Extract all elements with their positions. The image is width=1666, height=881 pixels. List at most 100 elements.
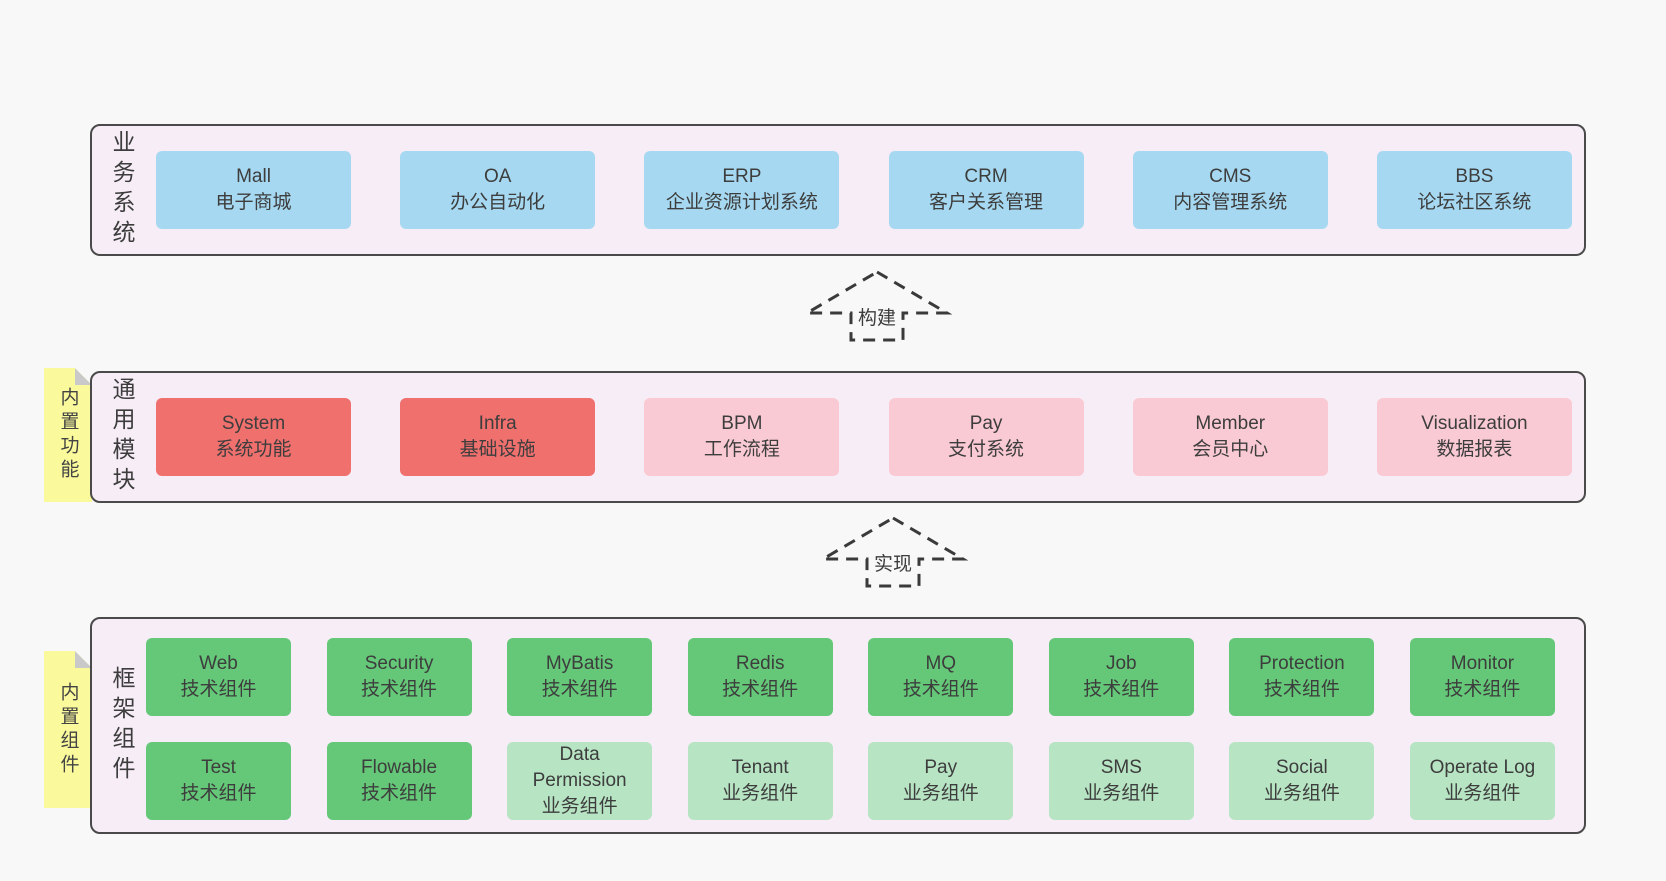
sticky-note-built-in-features: 内置功能: [44, 368, 92, 502]
box-title: Data Permission: [532, 744, 627, 791]
note-text: 内置组件: [57, 681, 79, 778]
box-mybatis: MyBatis 技术组件: [507, 638, 653, 716]
box-title: MQ: [925, 653, 957, 674]
box-subtitle: 工作流程: [703, 439, 780, 460]
common-modules-row: System 系统功能 Infra 基础设施 BPM 工作流程 Pay 支付系统…: [156, 398, 1572, 476]
band-business-systems: 业务系统 Mall 电子商城 OA 办公自动化 ERP 企业资源计划系统 CRM…: [90, 124, 1586, 256]
arrow-build: 构建: [802, 269, 952, 343]
framework-components-row-1: Web 技术组件 Security 技术组件 MyBatis 技术组件 Redi…: [146, 638, 1555, 716]
box-subtitle: 技术组件: [1263, 679, 1340, 700]
box-data-permission: Data Permission 业务组件: [507, 742, 653, 820]
box-title: Member: [1195, 413, 1266, 434]
box-title: Tenant: [731, 757, 789, 778]
box-operate-log: Operate Log 业务组件: [1409, 742, 1555, 820]
box-job: Job 技术组件: [1048, 638, 1194, 716]
box-title: Mall: [236, 166, 271, 187]
box-title: Protection: [1259, 653, 1345, 674]
box-member: Member 会员中心: [1132, 398, 1328, 476]
box-title: Test: [201, 757, 236, 778]
box-oa: OA 办公自动化: [400, 151, 596, 229]
box-title: OA: [483, 166, 512, 187]
box-social: Social 业务组件: [1229, 742, 1375, 820]
box-subtitle: 企业资源计划系统: [665, 192, 818, 213]
framework-components-grid: Web 技术组件 Security 技术组件 MyBatis 技术组件 Redi…: [146, 638, 1555, 820]
box-subtitle: 论坛社区系统: [1417, 192, 1532, 213]
box-subtitle: 电子商城: [215, 192, 292, 213]
box-security: Security 技术组件: [326, 638, 472, 716]
box-title: CRM: [964, 166, 1008, 187]
box-title: Operate Log: [1429, 757, 1536, 778]
box-title: Infra: [478, 413, 517, 434]
box-mq: MQ 技术组件: [868, 638, 1014, 716]
box-title: ERP: [722, 166, 762, 187]
box-title: Security: [364, 653, 434, 674]
band-framework-components: 框架组件 Web 技术组件 Security 技术组件 MyBatis 技术组件…: [90, 617, 1586, 834]
arrow-implement-label: 实现: [870, 549, 916, 576]
box-title: System: [221, 413, 286, 434]
box-subtitle: 技术组件: [361, 679, 438, 700]
box-subtitle: 业务组件: [541, 796, 618, 817]
box-subtitle: 客户关系管理: [929, 192, 1044, 213]
note-text: 内置功能: [57, 387, 79, 483]
box-subtitle: 业务组件: [902, 783, 979, 804]
box-pay-module: Pay 支付系统: [888, 398, 1084, 476]
band-common-modules: 通用模块 System 系统功能 Infra 基础设施 BPM 工作流程 Pay…: [90, 371, 1586, 503]
band-common-modules-label: 通用模块: [109, 377, 135, 497]
box-title: Monitor: [1450, 653, 1515, 674]
box-subtitle: 支付系统: [948, 439, 1025, 460]
box-subtitle: 技术组件: [1083, 679, 1160, 700]
up-arrow-icon: [818, 516, 968, 588]
business-systems-row: Mall 电子商城 OA 办公自动化 ERP 企业资源计划系统 CRM 客户关系…: [156, 151, 1572, 229]
box-flowable: Flowable 技术组件: [326, 742, 472, 820]
box-subtitle: 数据报表: [1436, 439, 1513, 460]
box-infra: Infra 基础设施: [400, 398, 596, 476]
box-title: BBS: [1455, 166, 1494, 187]
box-title: SMS: [1100, 757, 1142, 778]
band-framework-components-label: 框架组件: [109, 665, 135, 786]
box-subtitle: 技术组件: [1444, 679, 1521, 700]
box-subtitle: 办公自动化: [450, 192, 546, 213]
box-redis: Redis 技术组件: [687, 638, 833, 716]
box-subtitle: 业务组件: [1444, 783, 1521, 804]
box-subtitle: 内容管理系统: [1173, 192, 1288, 213]
box-subtitle: 技术组件: [902, 679, 979, 700]
band-business-systems-label: 业务系统: [109, 130, 135, 250]
box-cms: CMS 内容管理系统: [1132, 151, 1328, 229]
arrow-build-label: 构建: [854, 303, 900, 330]
box-system: System 系统功能: [156, 398, 351, 476]
box-subtitle: 技术组件: [541, 679, 618, 700]
box-test: Test 技术组件: [146, 742, 291, 820]
box-title: Web: [199, 653, 238, 674]
box-title: Job: [1105, 653, 1137, 674]
box-subtitle: 业务组件: [1263, 783, 1340, 804]
box-subtitle: 业务组件: [722, 783, 799, 804]
arrow-implement: 实现: [818, 515, 968, 589]
box-subtitle: 技术组件: [180, 783, 257, 804]
box-title: BPM: [721, 413, 763, 434]
box-protection: Protection 技术组件: [1229, 638, 1375, 716]
box-subtitle: 技术组件: [361, 783, 438, 804]
box-title: CMS: [1209, 166, 1252, 187]
box-monitor: Monitor 技术组件: [1409, 638, 1555, 716]
box-web: Web 技术组件: [146, 638, 291, 716]
box-title: Visualization: [1421, 413, 1528, 434]
box-subtitle: 技术组件: [180, 679, 257, 700]
box-title: Redis: [735, 653, 785, 674]
box-subtitle: 业务组件: [1083, 783, 1160, 804]
box-subtitle: 系统功能: [215, 439, 292, 460]
box-title: Pay: [924, 757, 958, 778]
framework-components-row-2: Test 技术组件 Flowable 技术组件 Data Permission …: [146, 742, 1555, 820]
box-visualization: Visualization 数据报表: [1376, 398, 1572, 476]
sticky-note-built-in-components: 内置组件: [44, 651, 92, 808]
box-bbs: BBS 论坛社区系统: [1376, 151, 1572, 229]
box-title: MyBatis: [545, 653, 614, 674]
box-tenant: Tenant 业务组件: [687, 742, 833, 820]
box-pay-component: Pay 业务组件: [868, 742, 1014, 820]
box-crm: CRM 客户关系管理: [888, 151, 1084, 229]
box-mall: Mall 电子商城: [156, 151, 351, 229]
box-subtitle: 技术组件: [722, 679, 799, 700]
box-title: Pay: [969, 413, 1003, 434]
box-title: Social: [1276, 757, 1328, 778]
box-subtitle: 基础设施: [459, 439, 536, 460]
box-sms: SMS 业务组件: [1048, 742, 1194, 820]
